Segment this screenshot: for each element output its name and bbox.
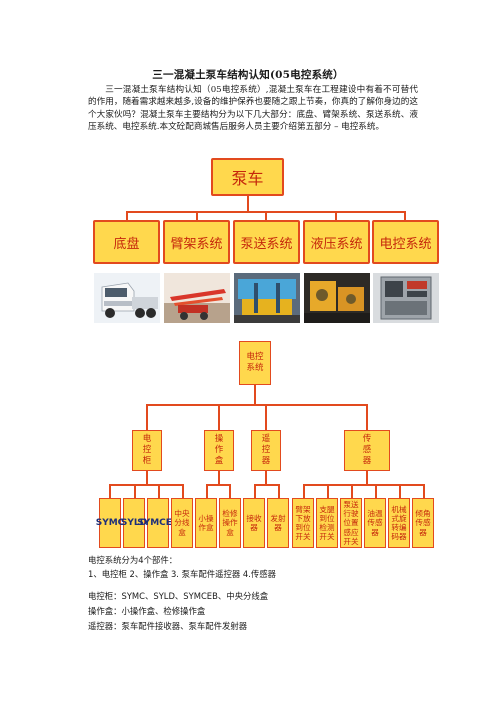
document-title: 三一混凝土泵车结构认知(05电控系统）: [152, 69, 344, 81]
intro-paragraph: 三一混凝土泵车结构认知（05电控系统）,混凝土泵车在工程建设中有着不可替代的作用…: [88, 84, 418, 134]
connector: [423, 484, 425, 498]
leaf-small-operation-box: 小操作盒: [195, 498, 217, 548]
connector: [134, 484, 136, 498]
connector: [109, 484, 111, 498]
control-cabinet-box: 电控柜: [132, 430, 162, 471]
leaf-central-junction-box: 中央分线盒: [171, 498, 193, 548]
leaf-tilt-sensor: 倾角传感器: [412, 498, 434, 548]
summary-line-3: 电控柜：SYMC、SYLD、SYMCEB、中央分线盒: [88, 591, 269, 601]
leaf-syld: SYLD: [121, 498, 147, 548]
pump-truck-root-box: 泵车: [211, 158, 284, 196]
connector: [375, 484, 377, 498]
boom-photo: [164, 273, 230, 323]
leaf-maintenance-operation-box: 检修操作盒: [219, 498, 241, 548]
summary-line-1: 电控系统分为4个部件：: [88, 555, 178, 565]
hydraulic-photo: [304, 273, 370, 323]
connector: [218, 404, 220, 430]
connector: [247, 196, 249, 212]
leaf-outrigger-switch: 支腿到位检测开关: [316, 498, 338, 548]
connector: [399, 484, 401, 498]
leaf-boom-down-switch: 臂架下放到位开关: [292, 498, 314, 548]
remote-control-box: 遥控器: [251, 430, 281, 471]
connector: [351, 484, 353, 498]
sensor-box: 传感器: [344, 430, 390, 471]
hydraulic-system-box: 液压系统: [303, 220, 370, 264]
summary-line-4: 操作盒：小操作盒、检修操作盒: [88, 606, 206, 616]
connector: [146, 404, 148, 430]
boom-system-box: 臂架系统: [163, 220, 230, 264]
leaf-rotary-encoder: 机械式旋转编码器: [388, 498, 410, 548]
connector: [366, 404, 368, 430]
leaf-receiver: 接收器: [243, 498, 265, 548]
connector: [254, 385, 256, 405]
connector: [206, 484, 208, 498]
summary-line-5: 遥控器：泵车配件接收器、泵车配件发射器: [88, 621, 248, 631]
connector: [254, 484, 256, 498]
leaf-oil-temp-sensor: 油温传感器: [364, 498, 386, 548]
summary-line-2: 1、电控柜 2、操作盒 3. 泵车配件遥控器 4.传感器: [88, 569, 277, 579]
leaf-transmitter: 发射器: [267, 498, 289, 548]
electric-control-root-box: 电控系统: [239, 341, 271, 385]
connector: [182, 484, 184, 498]
leaf-symceb: SYMCEB: [137, 498, 179, 548]
connector: [278, 484, 280, 498]
connector: [265, 211, 267, 220]
chassis-box: 底盘: [93, 220, 160, 264]
pumping-photo: [234, 273, 300, 323]
connector: [404, 211, 406, 220]
connector: [303, 484, 425, 486]
connector: [366, 471, 368, 485]
connector: [146, 404, 368, 406]
connector: [327, 484, 329, 498]
connector: [254, 484, 279, 486]
chassis-photo: [94, 273, 160, 323]
intro-text: 三一混凝土泵车结构认知（05电控系统）,混凝土泵车在工程建设中有着不可替代的作用…: [88, 85, 418, 133]
leaf-symc: SYMC: [96, 498, 124, 548]
connector: [146, 471, 148, 485]
connector: [335, 211, 337, 220]
connector: [229, 484, 231, 498]
electric-control-system-box: 电控系统: [372, 220, 439, 264]
connector: [206, 484, 231, 486]
operation-box-box: 操作盒: [204, 430, 234, 471]
connector: [303, 484, 305, 498]
connector: [265, 471, 267, 485]
connector: [265, 404, 267, 430]
connector: [218, 471, 220, 485]
connector: [109, 484, 184, 486]
connector: [158, 484, 160, 498]
electric-cabinet-photo: [373, 273, 439, 323]
connector: [196, 211, 198, 220]
leaf-pump-drive-position-switch: 泵送行驶位置感应开关: [340, 498, 362, 548]
pumping-system-box: 泵送系统: [233, 220, 300, 264]
connector: [126, 211, 128, 220]
